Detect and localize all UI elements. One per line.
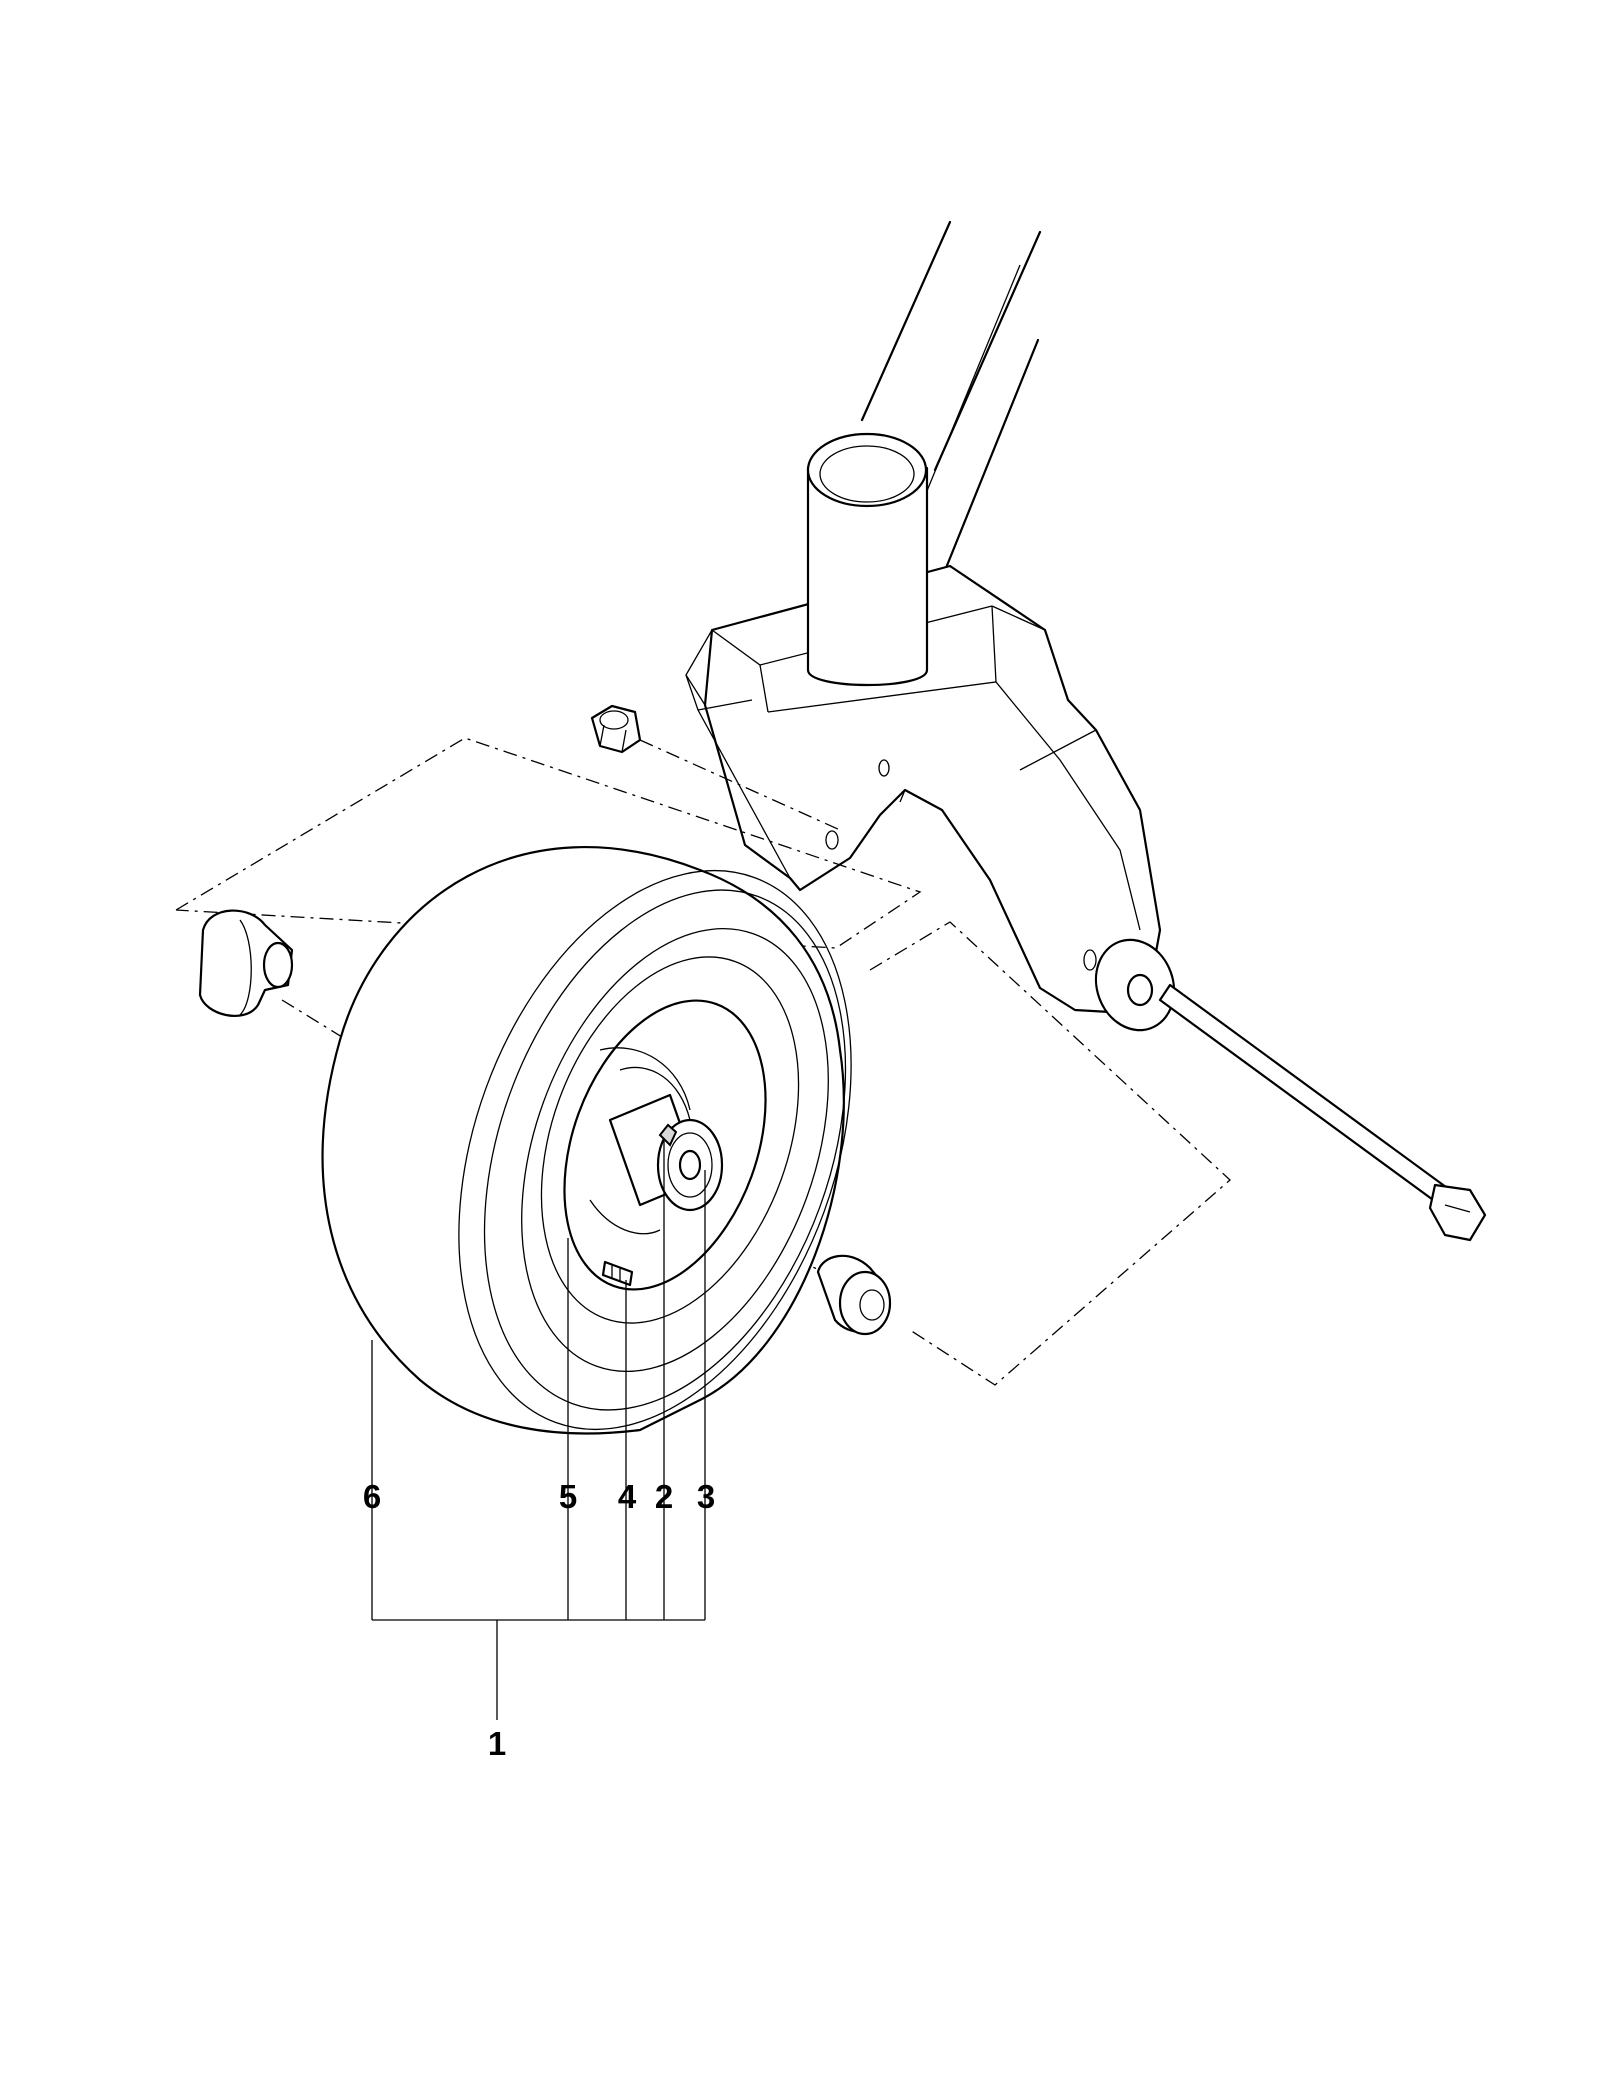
callout-leaders <box>371 1138 706 1720</box>
callout-labels: 6 5 4 2 3 1 <box>363 1478 715 1762</box>
callout-4: 4 <box>618 1478 637 1515</box>
wheel-tire <box>321 846 852 1435</box>
callout-6: 6 <box>363 1478 381 1515</box>
right-bushing <box>816 1254 892 1336</box>
lock-nut <box>590 704 642 754</box>
axle-bolt <box>1158 983 1487 1242</box>
callout-3: 3 <box>697 1478 715 1515</box>
callout-5: 5 <box>559 1478 577 1515</box>
left-bushing <box>198 909 294 1017</box>
caster-fork <box>685 432 1176 1032</box>
callout-2: 2 <box>655 1478 673 1515</box>
callout-1: 1 <box>488 1725 506 1762</box>
